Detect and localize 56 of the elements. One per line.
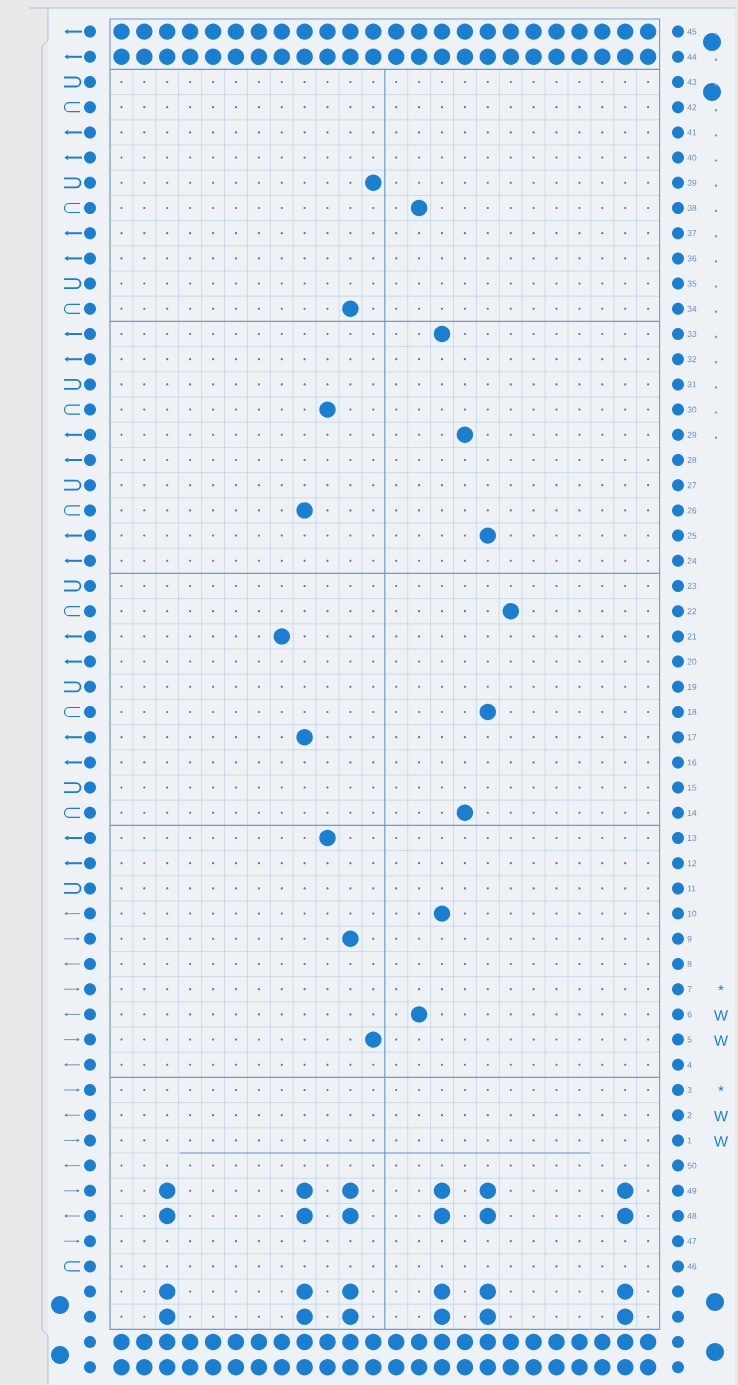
- row-number: 40: [687, 154, 697, 161]
- row-number: 13: [687, 835, 697, 841]
- row-number: 16: [687, 759, 697, 766]
- row-number: 38: [687, 205, 697, 211]
- row-number: 23: [687, 583, 697, 589]
- row-number: 28: [687, 457, 697, 463]
- row-number: 42: [687, 104, 697, 111]
- row-number: 34: [687, 305, 697, 312]
- row-number: 7: [687, 986, 692, 993]
- row-number: 8: [687, 961, 692, 967]
- row-number: 11: [687, 885, 696, 892]
- row-number: 14: [687, 809, 697, 816]
- row-number: 19: [687, 683, 697, 690]
- pattern-mark: W: [714, 1111, 728, 1122]
- pattern-mark: W: [714, 1010, 728, 1021]
- row-number: 36: [687, 255, 697, 262]
- row-number: 15: [687, 784, 697, 791]
- row-number: 25: [687, 532, 697, 539]
- pattern-mark: W: [714, 1035, 728, 1046]
- row-number: 24: [687, 557, 697, 564]
- row-number: 17: [687, 734, 697, 741]
- row-number: 33: [687, 331, 697, 337]
- row-number: 31: [687, 381, 697, 388]
- row-number: 22: [687, 608, 697, 615]
- row-number: 48: [687, 1213, 697, 1219]
- row-number: 47: [687, 1238, 697, 1245]
- row-number: 50: [687, 1162, 697, 1169]
- row-number: 35: [687, 280, 697, 287]
- row-number: 27: [687, 482, 697, 489]
- row-number: 5: [687, 1036, 692, 1043]
- row-number: 20: [687, 658, 697, 665]
- row-number: 39: [687, 179, 697, 186]
- row-number: 12: [687, 860, 697, 867]
- row-number: 32: [687, 356, 697, 363]
- row-number: 43: [687, 79, 697, 85]
- row-number: 6: [687, 1011, 692, 1018]
- row-number: 49: [687, 1187, 697, 1194]
- row-number: 30: [687, 406, 697, 413]
- row-number: 9: [687, 935, 692, 942]
- row-number: 10: [687, 910, 697, 917]
- row-number: 46: [687, 1263, 697, 1270]
- row-number: 26: [687, 507, 697, 514]
- row-number: 21: [687, 633, 697, 640]
- row-number: 3: [687, 1087, 692, 1093]
- pattern-mark: W: [714, 1136, 728, 1147]
- row-number: 29: [687, 431, 697, 438]
- row-number: 45: [687, 28, 697, 35]
- row-number: 4: [687, 1061, 692, 1068]
- row-number: 41: [687, 129, 697, 136]
- pattern-mark: *: [718, 1085, 724, 1092]
- row-number: 18: [687, 709, 697, 715]
- row-number: 37: [687, 230, 697, 237]
- pattern-mark: *: [718, 985, 724, 991]
- row-number: 2: [687, 1112, 692, 1119]
- row-number: 44: [687, 53, 697, 60]
- row-number: 1: [687, 1137, 692, 1144]
